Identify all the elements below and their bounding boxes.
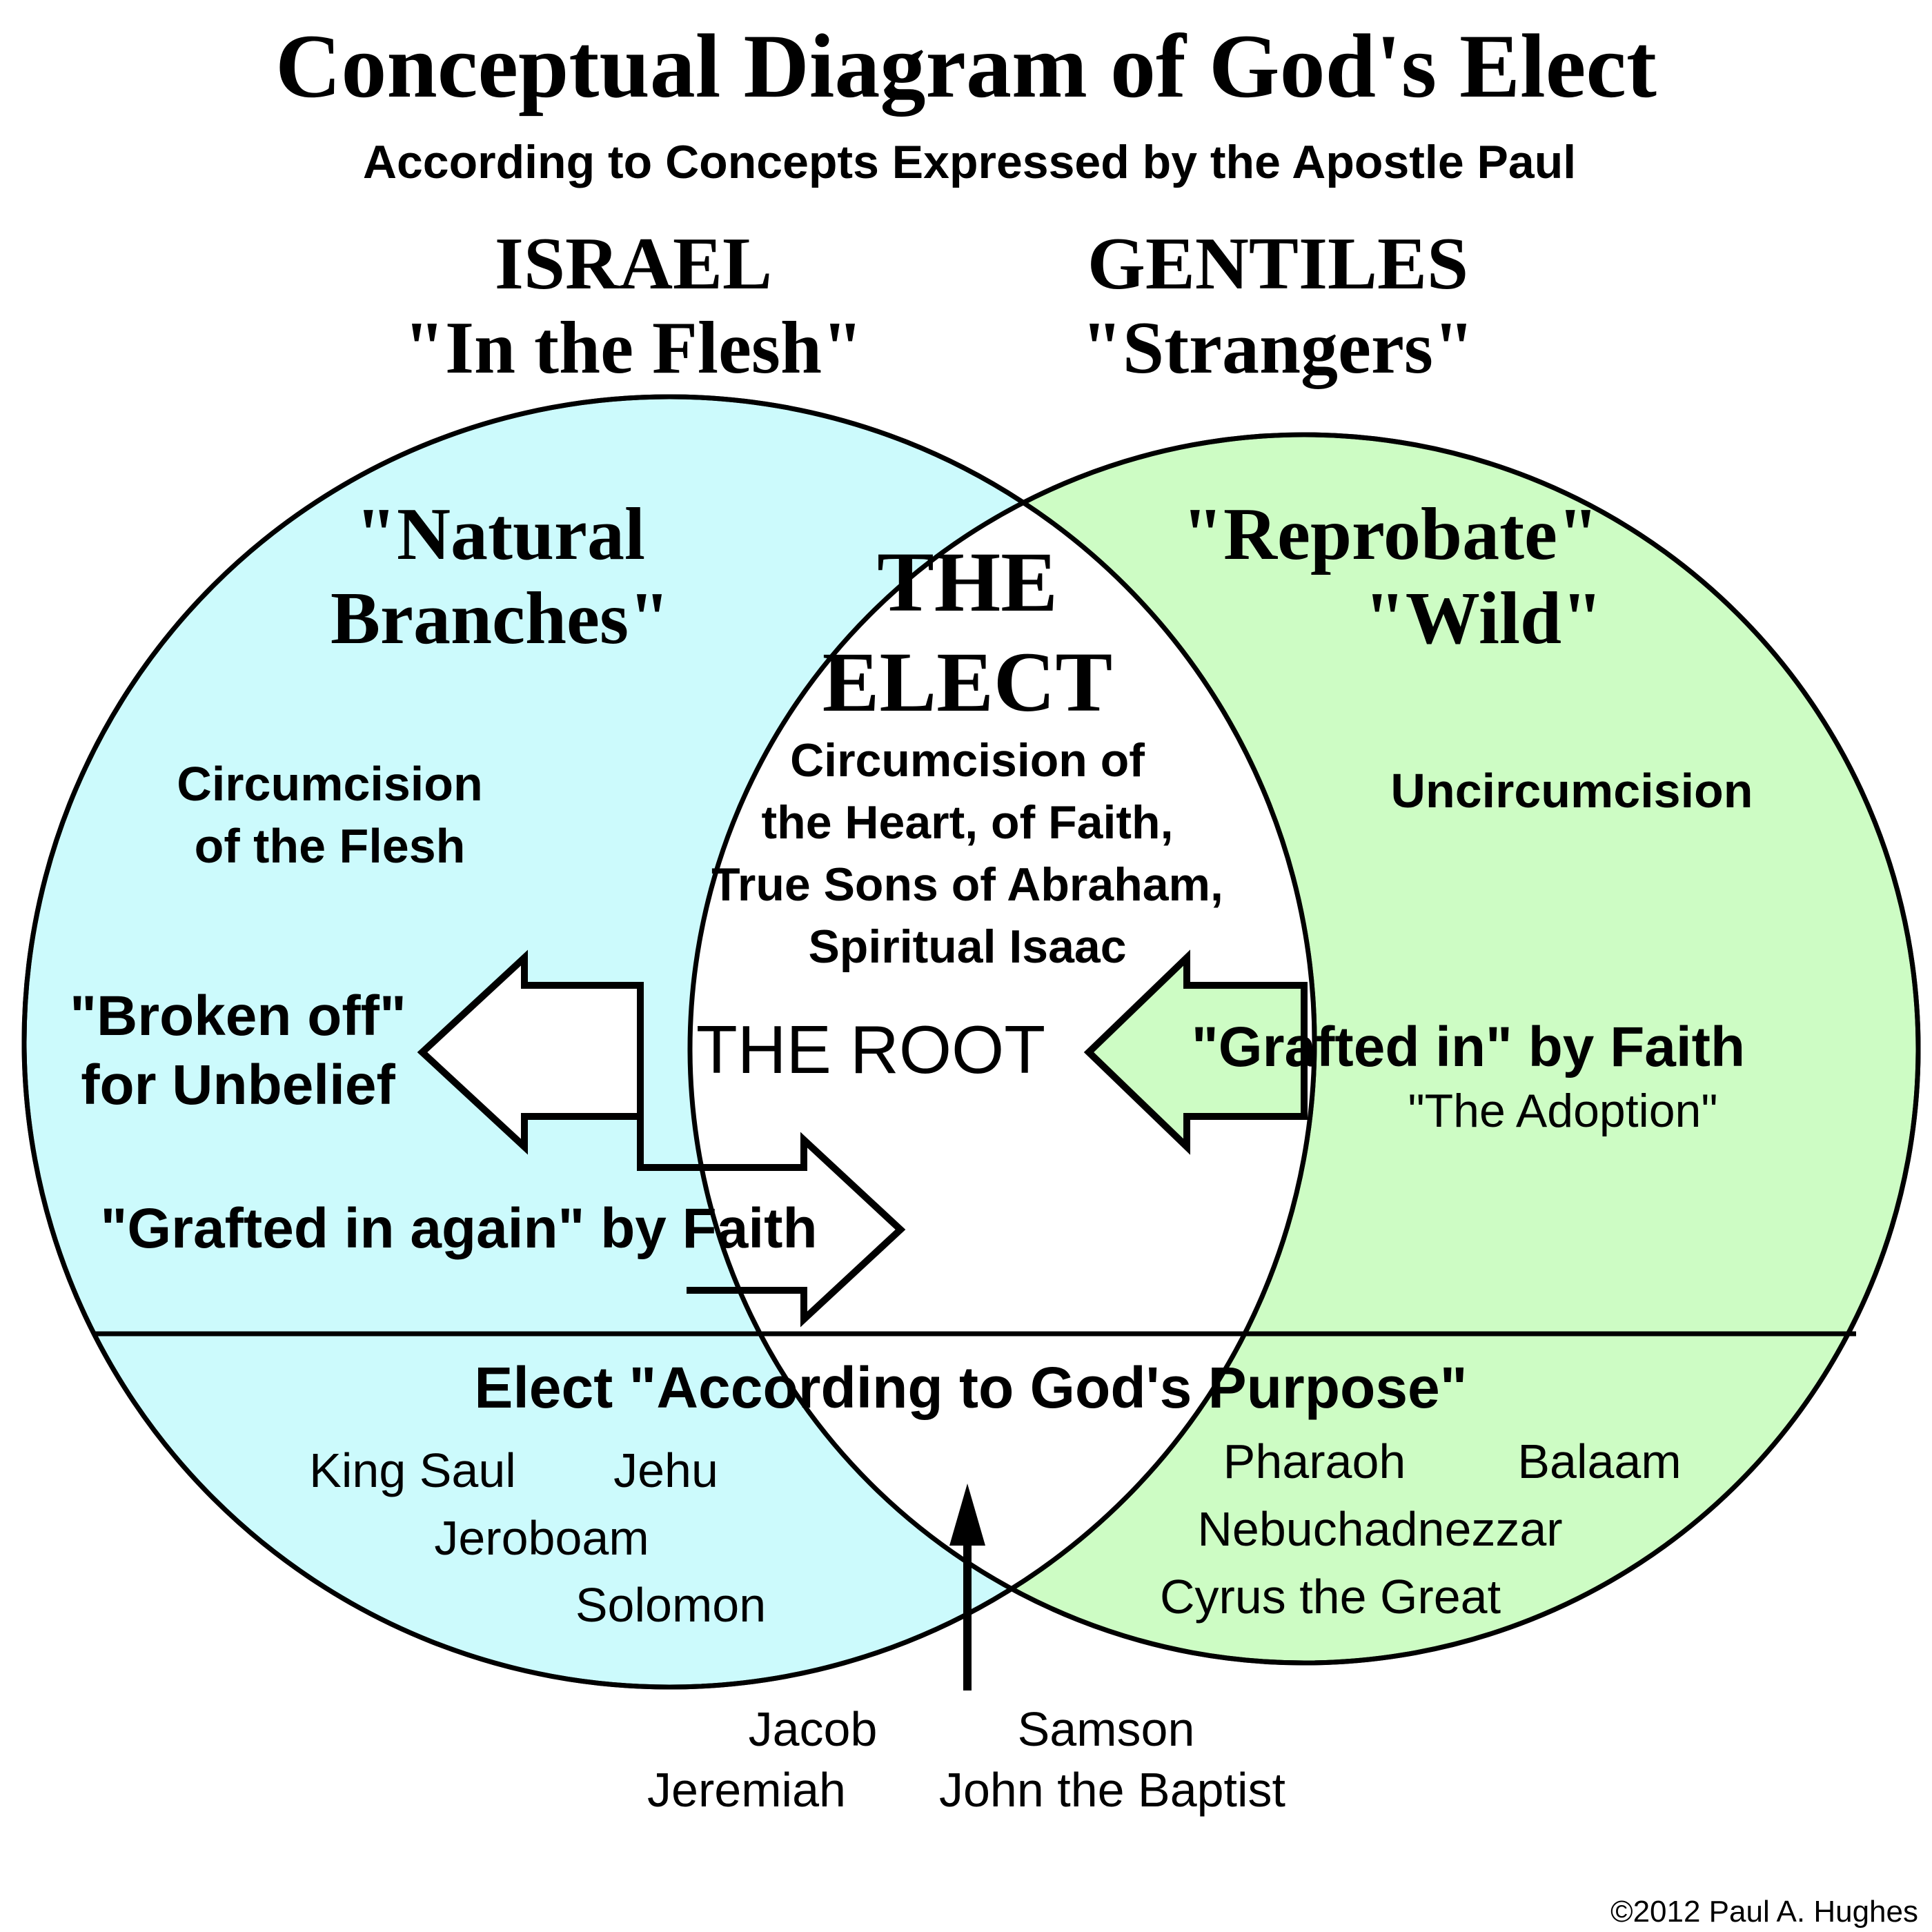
grafted-in-again-arrow xyxy=(637,1116,906,1328)
natural-branches-line1: "Natural xyxy=(355,493,645,575)
adoption-label: "The Adoption" xyxy=(1408,1085,1717,1137)
israel-heading: ISRAEL xyxy=(495,223,772,305)
gentiles-subheading: "Strangers" xyxy=(1081,307,1475,389)
elect-desc-line2: the Heart, of Faith, xyxy=(762,796,1174,849)
the-root-label: THE ROOT xyxy=(696,1012,1045,1087)
name-balaam: Balaam xyxy=(1517,1435,1681,1488)
grafted-in-arrow xyxy=(1083,949,1308,1155)
gentiles-circle-outline xyxy=(687,432,1921,1666)
copyright: ©2012 Paul A. Hughes xyxy=(1610,1895,1918,1929)
name-solomon: Solomon xyxy=(575,1578,766,1632)
broken-off-line1: "Broken off" xyxy=(70,985,406,1047)
broken-off-line2: for Unbelief xyxy=(81,1054,395,1116)
name-samson: Samson xyxy=(1018,1702,1195,1756)
name-king-saul: King Saul xyxy=(309,1443,516,1497)
circumcision-flesh-line2: of the Flesh xyxy=(195,819,466,873)
name-jehu: Jehu xyxy=(613,1443,718,1497)
broken-off-arrow xyxy=(417,949,644,1155)
name-nebuchadnezzar: Nebuchadnezzar xyxy=(1197,1502,1562,1556)
wild-label: "Wild" xyxy=(1364,578,1603,660)
name-jeremiah: Jeremiah xyxy=(647,1763,846,1817)
elect-heading-line1: THE xyxy=(877,535,1058,629)
purpose-label: Elect "According to God's Purpose" xyxy=(474,1355,1467,1420)
circumcision-flesh-line1: Circumcision xyxy=(177,757,482,811)
uncircumcision-label: Uncircumcision xyxy=(1390,764,1753,818)
bottom-up-arrow-head xyxy=(949,1483,985,1546)
elect-desc-line4: Spiritual Isaac xyxy=(808,920,1126,973)
elect-heading-line2: ELECT xyxy=(822,635,1112,729)
elect-desc-line1: Circumcision of xyxy=(790,734,1145,787)
grafted-in-label: "Grafted in" by Faith xyxy=(1192,1016,1745,1078)
page-title: Conceptual Diagram of God's Elect xyxy=(275,15,1657,117)
name-jeroboam: Jeroboam xyxy=(434,1511,649,1565)
elect-desc-line3: True Sons of Abraham, xyxy=(711,858,1223,911)
page-subtitle: According to Concepts Expressed by the A… xyxy=(363,136,1576,188)
name-cyrus: Cyrus the Great xyxy=(1160,1570,1501,1624)
natural-branches-line2: Branches" xyxy=(331,578,670,660)
israel-subheading: "In the Flesh" xyxy=(404,307,863,389)
name-pharaoh: Pharaoh xyxy=(1223,1435,1406,1488)
name-jacob: Jacob xyxy=(749,1702,878,1756)
grafted-again-label: "Grafted in again" by Faith xyxy=(100,1197,817,1260)
israel-circle-outline xyxy=(21,394,1317,1690)
name-john-the-baptist: John the Baptist xyxy=(939,1763,1285,1817)
reprobate-label: "Reprobate" xyxy=(1182,493,1599,575)
gentiles-heading: GENTILES xyxy=(1087,223,1468,305)
